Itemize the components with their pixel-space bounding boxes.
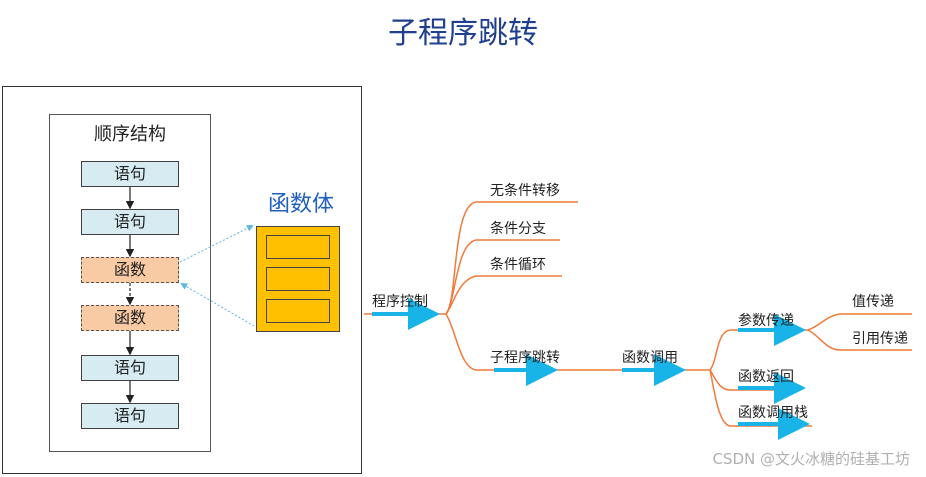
mindmap-node-pass-by-value: 值传递 [852, 294, 894, 310]
function-body-slot [266, 299, 330, 323]
function-body-label: 函数体 [268, 192, 335, 217]
mindmap-branch-subroutine-jump: 子程序跳转 [490, 350, 560, 366]
function-block-2: 函数 [81, 305, 179, 331]
statement-block-4: 语句 [81, 403, 179, 429]
function-block-1: 函数 [81, 257, 179, 283]
sequence-structure-box [49, 114, 211, 452]
mindmap-branch-conditional-branch: 条件分支 [490, 221, 546, 237]
function-body-box [256, 226, 340, 332]
mindmap-node-pass-by-reference: 引用传递 [852, 331, 908, 347]
mindmap-node-function-return: 函数返回 [738, 369, 794, 385]
sequence-structure-title: 顺序结构 [94, 124, 166, 145]
mindmap-node-parameter-passing: 参数传递 [738, 313, 794, 329]
statement-block-3: 语句 [81, 355, 179, 381]
function-body-slot [266, 267, 330, 291]
outer-frame [2, 86, 362, 474]
page-title: 子程序跳转 [388, 16, 538, 51]
mindmap-branch-conditional-loop: 条件循环 [490, 257, 546, 273]
watermark: CSDN @文火冰糖的硅基工坊 [712, 450, 910, 468]
statement-block-2: 语句 [81, 209, 179, 235]
statement-block-1: 语句 [81, 161, 179, 187]
mindmap-node-function-call: 函数调用 [622, 350, 678, 366]
mindmap-branch-unconditional-jump: 无条件转移 [490, 183, 560, 199]
mindmap-root-node: 程序控制 [372, 294, 428, 310]
function-body-slot [266, 235, 330, 259]
mindmap-node-call-stack: 函数调用栈 [738, 405, 808, 421]
